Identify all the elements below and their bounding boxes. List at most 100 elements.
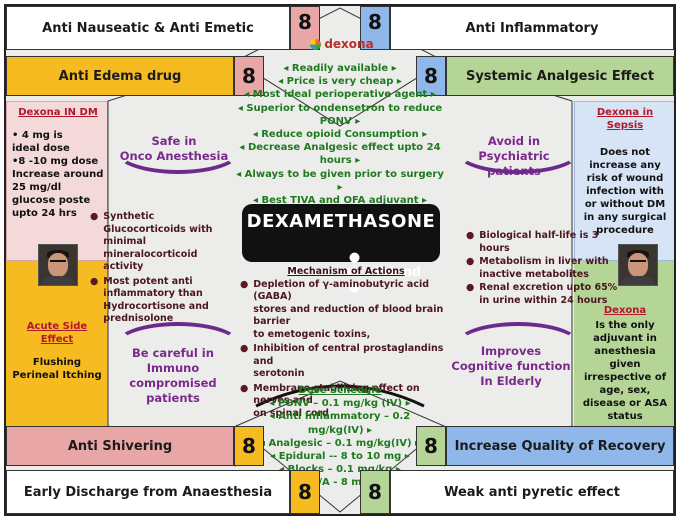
advantage-text: Decrease Analgesic effect upto 24 hours — [247, 142, 441, 167]
advantage-item: ◂ Most ideal perioperative agent ▸ — [234, 88, 446, 101]
advantage-item: ◂ Price is very cheap ▸ — [234, 75, 446, 88]
right-lower-green-panel — [574, 261, 674, 426]
bullet-icon: ● — [466, 282, 475, 293]
arrow-right-icon: ▸ — [418, 129, 428, 141]
dose-item: ◂ Epidural -- 8 to 10 mg ▸ — [250, 450, 430, 463]
bullet-text: Depletion of γ-aminobutyric acid (GABA) … — [253, 278, 444, 340]
advantage-text: Reduce opioid Consumption — [261, 129, 419, 141]
advantage-text: Always to be given prior to surgery — [244, 168, 444, 180]
bullet-item: ●Most potent anti inflammatory than Hydr… — [90, 276, 238, 326]
left-pharmacology-bullets: ●Synthetic Glucocorticoids with minimal … — [90, 211, 238, 328]
arrow-left-icon: ◂ — [236, 168, 245, 180]
advantage-text: Best TIVA and OFA adjuvant — [261, 195, 419, 207]
bullet-text: Synthetic Glucocorticoids with minimal m… — [103, 211, 213, 272]
panel-line: age, sex, — [599, 385, 651, 396]
dose-text: Analgesic – 0.1 mg/kg(IV) — [268, 437, 412, 449]
advantage-text: Price is very cheap — [286, 76, 394, 88]
panel-line: irrespective of — [583, 372, 667, 383]
bullet-item: ●Depletion of γ-aminobutyric acid (GABA)… — [240, 279, 452, 342]
bullet-icon: ● — [240, 278, 249, 290]
arrow-left-icon: ◂ — [269, 398, 278, 410]
presenter-photo-left — [38, 244, 78, 286]
dexona-dm-heading: Dexona IN DM — [18, 107, 98, 118]
panel-line: upto 24 hrs — [12, 208, 77, 219]
dose-text: Epidural -- 8 to 10 mg — [278, 451, 402, 463]
panel-line: procedure — [596, 225, 654, 236]
bullet-item: ●Inhibition of central prostaglandins an… — [240, 343, 452, 381]
dose-text: Anti Inflammatory – 0.2 mg/kg(IV) — [278, 411, 411, 436]
panel-line: anesthesia — [594, 346, 656, 357]
arrow-right-icon: ▸ — [402, 398, 411, 410]
panel-line: • 4 mg is — [12, 130, 63, 141]
center-title-box: DEXAMETHASONE ● Universal Friend ● — [242, 204, 440, 295]
infographic: Anti Nauseatic & Anti Emetic Anti Inflam… — [4, 4, 676, 516]
bullet-text: Membrane stabilizing effect on nerves an… — [253, 382, 420, 419]
advantage-text: Superior to ondensetron to reduce PONV — [246, 102, 443, 127]
arrow-left-icon: ◂ — [283, 63, 292, 74]
arrow-left-icon: ◂ — [252, 129, 262, 141]
safe-onco-arc — [114, 126, 242, 174]
panel-line: infection with — [586, 186, 664, 197]
advantage-text: Most ideal perioperative agent — [252, 89, 428, 101]
panel-line: Does not — [599, 147, 651, 158]
advantage-item: ◂ Superior to ondensetron to reduce PONV… — [234, 102, 446, 128]
center-title: DEXAMETHASONE — [246, 211, 436, 232]
right-pharmacokinetic-bullets: ●Biological half-life is 3 hours●Metabol… — [466, 230, 626, 308]
bullet-icon: ● — [240, 343, 249, 354]
acute-side-effect-heading: Acute Side Effect — [26, 321, 88, 345]
arrow-left-icon: ◂ — [237, 102, 247, 114]
advantage-item: ◂ Reduce opioid Consumption ▸ — [234, 128, 446, 141]
quality-recovery-bar: Increase Quality of Recovery — [446, 426, 674, 466]
panel-line: increase any — [589, 160, 661, 171]
panel-line: given — [609, 359, 641, 370]
arrow-right-icon: ▸ — [418, 195, 427, 207]
arrow-left-icon: ◂ — [278, 76, 287, 88]
bullet-item: ●Synthetic Glucocorticoids with minimal … — [90, 211, 238, 274]
dose-text: PONV – 0.1 mg/kg (IV) — [277, 398, 403, 410]
panel-line: Is the only — [595, 320, 655, 331]
panel-line: Increase around — [12, 169, 104, 180]
bullet-text: Most potent anti inflammatory than Hydro… — [103, 275, 209, 325]
advantage-item: ◂ Readily available ▸ — [234, 62, 446, 75]
advantage-item: ◂ Best TIVA and OFA adjuvant ▸ — [234, 194, 446, 207]
panel-line: •8 -10 mg dose — [12, 156, 99, 167]
presenter-photo-right — [618, 244, 658, 286]
bullet-item: ●Renal excretion upto 65% in urine withi… — [466, 282, 626, 307]
arrow-left-icon: ◂ — [270, 451, 279, 463]
panel-line: in any surgical — [583, 212, 667, 223]
dose-item: ◂ PONV – 0.1 mg/kg (IV) ▸ — [250, 397, 430, 410]
arrow-left-icon: ◂ — [279, 464, 288, 475]
arrow-left-icon: ◂ — [269, 411, 279, 423]
dot-right-icon: ● — [348, 280, 361, 295]
dose-item: ◂ Analgesic – 0.1 mg/kg(IV) ▸ — [250, 437, 430, 450]
center-subtitle-row: ● Universal Friend ● — [242, 235, 440, 310]
anti-inflammatory-bar: Anti Inflammatory — [390, 6, 674, 50]
panel-line: Flushing — [32, 357, 82, 368]
mechanism-of-action: Mechanism of Actions ●Depletion of γ-ami… — [240, 266, 452, 422]
logo-text: dexona — [324, 37, 374, 51]
arrow-left-icon: ◂ — [252, 195, 262, 207]
arrow-right-icon: ▸ — [351, 115, 361, 127]
avoid-psych-arc — [454, 126, 582, 174]
arrow-right-icon: ▸ — [427, 89, 436, 101]
arrow-left-icon: ◂ — [239, 142, 248, 154]
badge-recovery: 8 — [416, 426, 446, 466]
dose-item: ◂ Anti Inflammatory – 0.2 mg/kg(IV) ▸ — [250, 410, 430, 436]
badge-antipyretic: 8 — [360, 470, 390, 514]
dot-left-icon: ● — [348, 250, 361, 265]
center-subtitle: Universal Friend — [287, 265, 422, 280]
panel-line: disease or ASA — [582, 398, 668, 409]
dose-item: ◂ Blocks – 0.1 mg/kg ▸ — [250, 463, 430, 476]
bullet-item: ●Membrane stabilizing effect on nerves a… — [240, 383, 452, 421]
dose-text: Blocks – 0.1 mg/kg — [287, 464, 393, 476]
panel-line: Perineal Itching — [12, 370, 102, 381]
moa-heading: Mechanism of Actions — [287, 266, 405, 277]
dexona-logo: dexona — [306, 34, 378, 54]
systemic-analgesic-bar: Systemic Analgesic Effect — [446, 56, 674, 96]
